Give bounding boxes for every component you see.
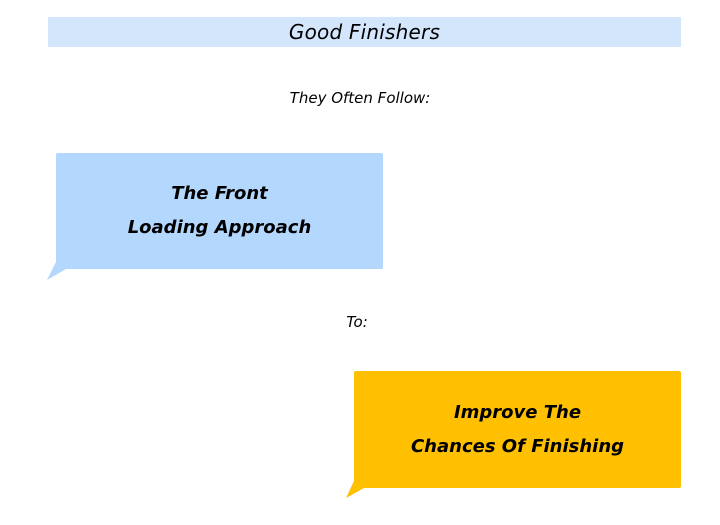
bubble-label: The Front Loading Approach bbox=[56, 153, 383, 269]
bubble-line-1: Improve The bbox=[453, 401, 582, 423]
bubble-line-1: The Front bbox=[171, 183, 268, 204]
speech-bubble-improve-chances: Improve The Chances Of Finishing bbox=[346, 371, 681, 498]
page-title: Good Finishers bbox=[288, 20, 441, 44]
bubble-line-2: Chances Of Finishing bbox=[410, 435, 625, 457]
speech-bubble-front-loading: The Front Loading Approach bbox=[47, 153, 383, 280]
speech-bubble-shape bbox=[346, 371, 681, 498]
connector-caption: To: bbox=[346, 313, 368, 331]
intro-caption: They Often Follow: bbox=[289, 89, 431, 107]
speech-bubble-shape bbox=[47, 153, 383, 280]
bubble-label: Improve The Chances Of Finishing bbox=[354, 371, 681, 488]
bubble-line-2: Loading Approach bbox=[127, 217, 312, 238]
title-banner: Good Finishers bbox=[48, 17, 681, 47]
